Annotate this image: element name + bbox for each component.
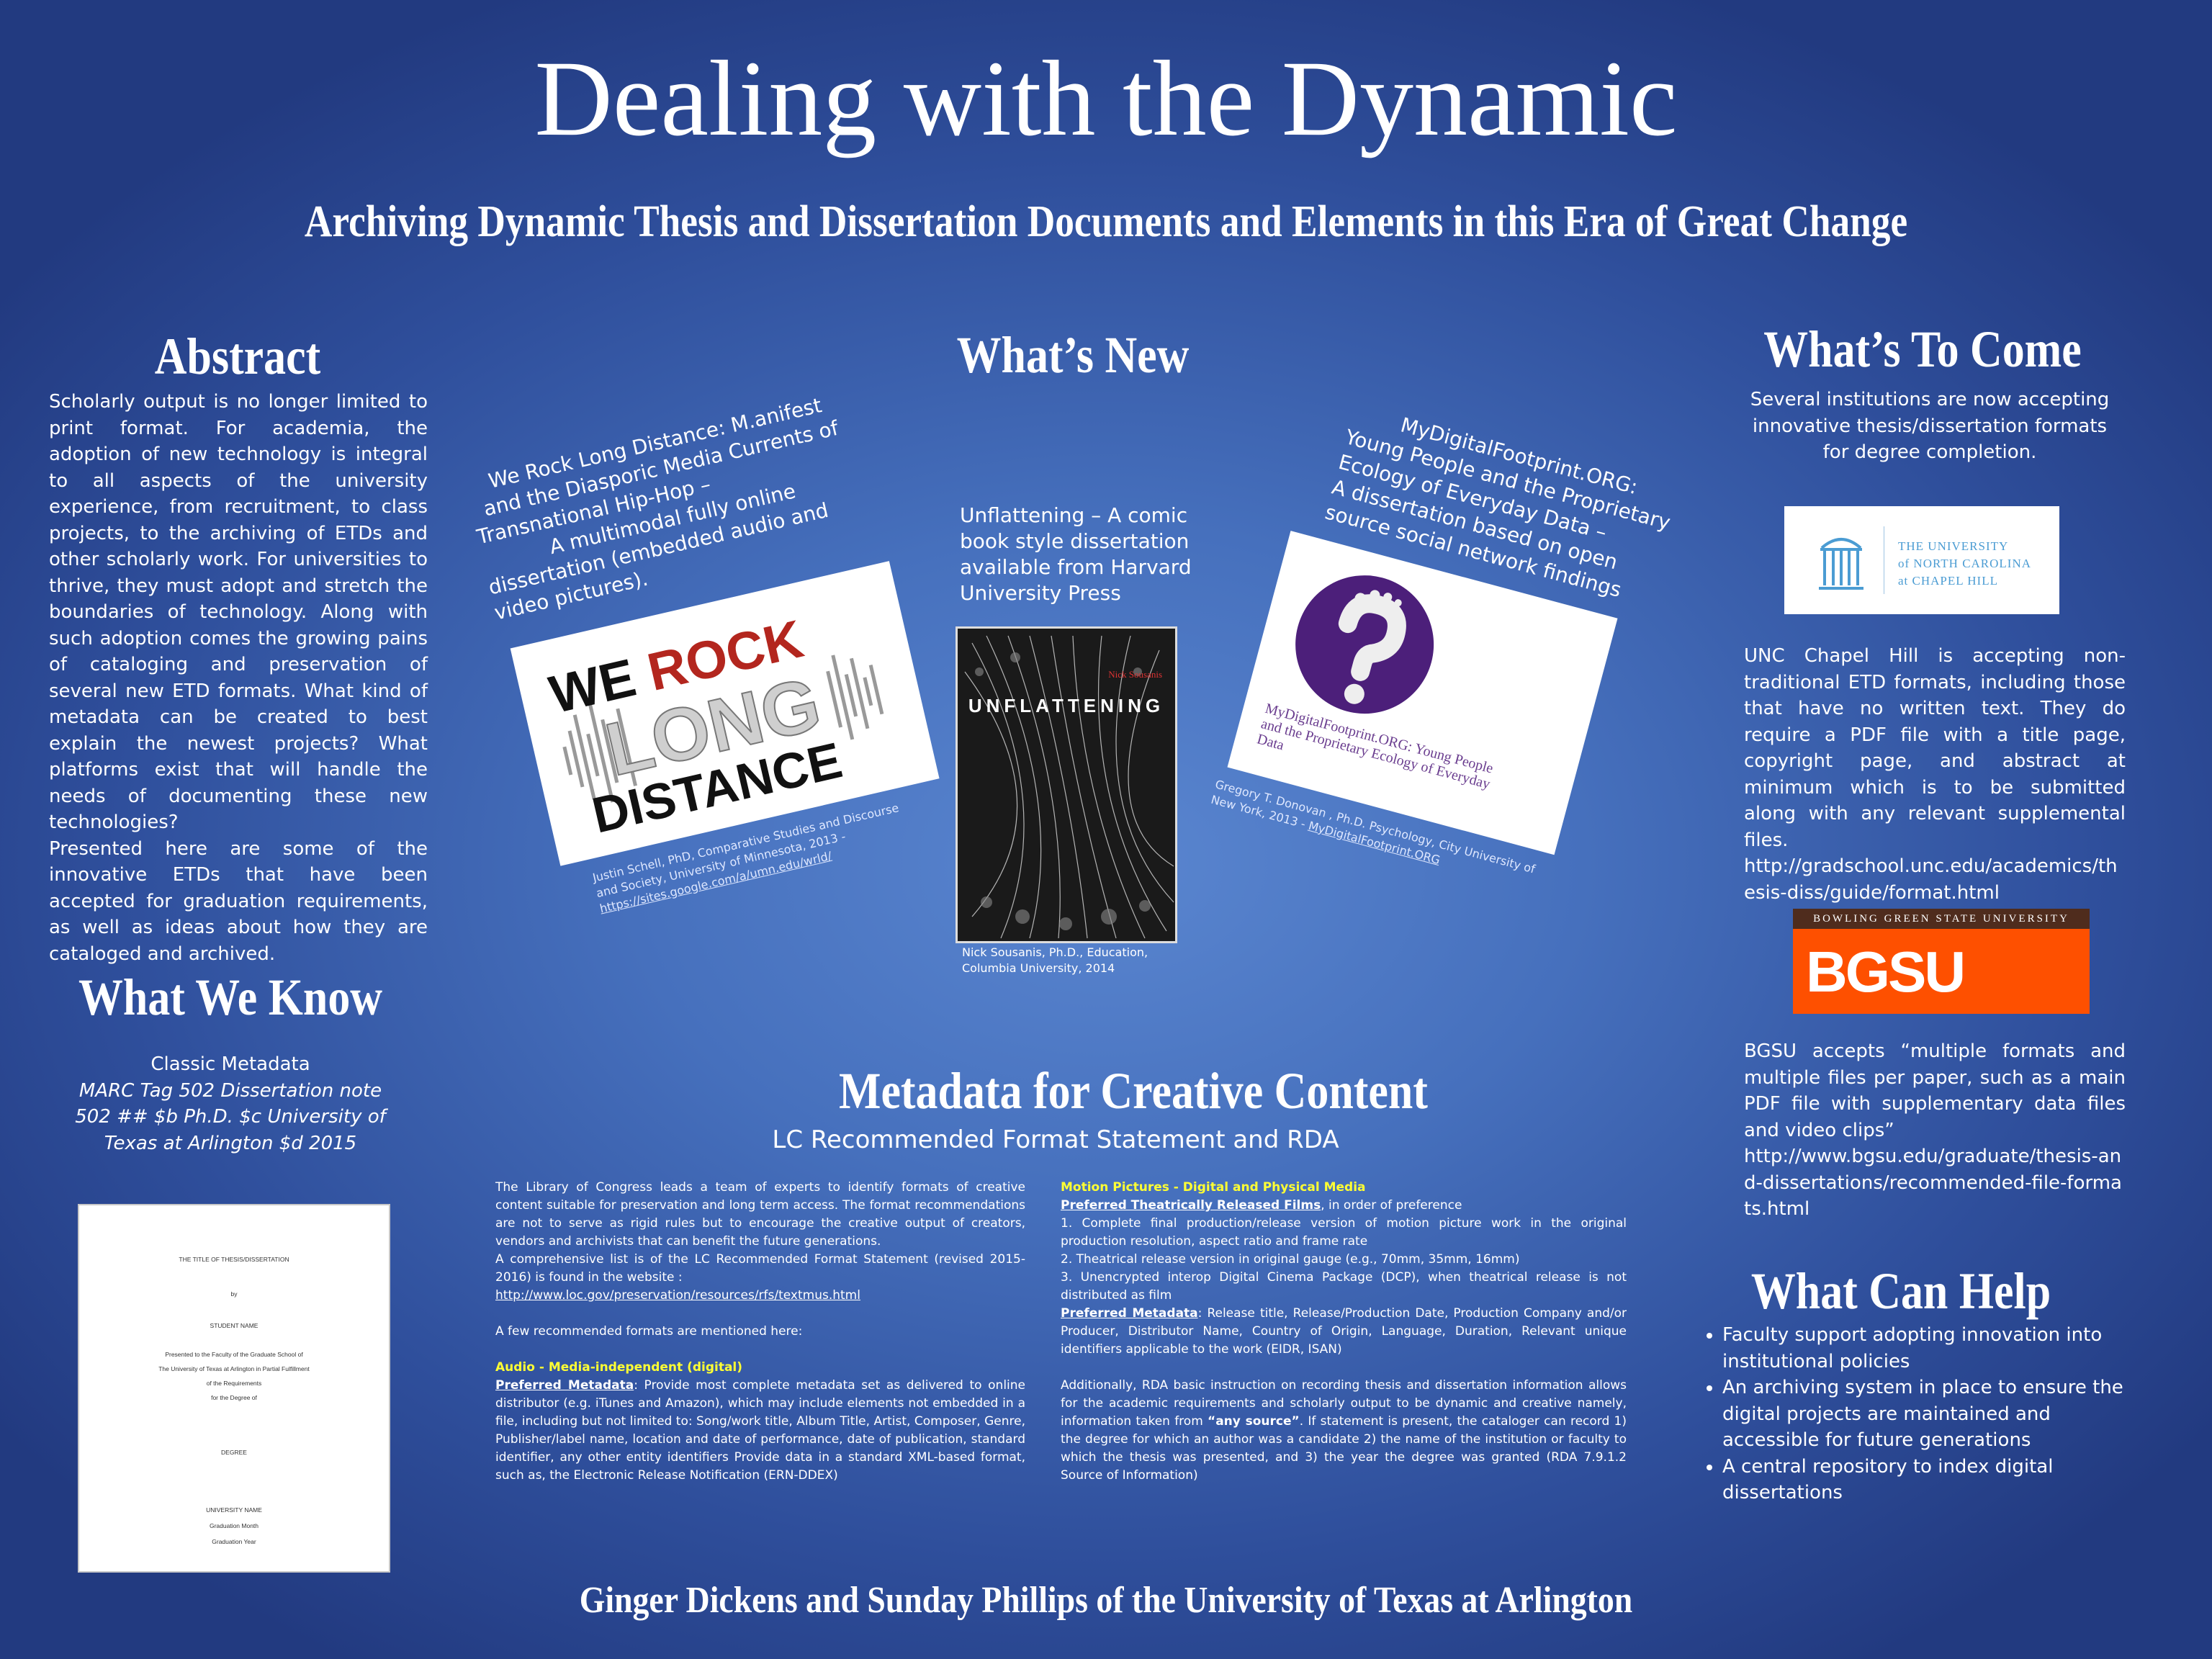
what-we-know-text: Classic Metadata MARC Tag 502 Dissertati… [43,1051,418,1156]
film-format-item: 1. Complete final production/release ver… [1061,1216,1627,1249]
unc-wordmark-line: at CHAPEL HILL [1898,574,1998,588]
unflattening-cover-image: Nick Sousanis UNFLATTENING [956,626,1177,943]
metadata-right-column: Motion Pictures - Digital and Physical M… [1061,1179,1627,1485]
unflattening-caption: Nick Sousanis, Ph.D., Education, Columbi… [962,945,1192,976]
unflattening-description: Unflattening – A comic book style disser… [960,503,1197,606]
help-item: Faculty support adopting innovation into… [1722,1322,2124,1375]
marc-line-3: Texas at Arlington $d 2015 [104,1132,357,1154]
bgsu-logo: BOWLING GREEN STATE UNIVERSITY BGSU [1793,909,2090,1014]
audio-metadata-text: : Provide most complete metadata set as … [495,1378,1026,1483]
unc-logo: THE UNIVERSITY of NORTH CAROLINA at CHAP… [1784,506,2059,614]
we-rock-group: We Rock Long Distance: M.anifest and the… [428,379,984,945]
bgsu-url[interactable]: http://www.bgsu.edu/graduate/thesis-and-… [1744,1146,2122,1220]
footprint-card-image: MyDigitalFootprint.ORG: Young People and… [1227,531,1618,855]
unc-wordmark-line: of NORTH CAROLINA [1898,557,2032,570]
unc-old-well-icon [1819,538,1863,590]
bgsu-description: BGSU accepts “multiple formats and multi… [1744,1038,2126,1223]
bgsu-wordmark: BGSU [1806,940,1966,1004]
abstract-paragraph-1: Scholarly output is no longer limited to… [49,391,428,833]
unflattening-line: available from Harvard [960,555,1192,579]
film-format-item: 2. Theatrical release version in origina… [1061,1252,1520,1267]
what-we-know-heading: What We Know [78,968,383,1026]
thesis-page-line: The University of Texas at Arlington in … [158,1365,310,1372]
metadata-heading: Metadata for Creative Content [839,1062,1428,1120]
what-can-help-list: Faculty support adopting innovation into… [1692,1322,2124,1506]
rda-any-source: “any source” [1208,1414,1300,1429]
cover-title: UNFLATTENING [968,695,1165,716]
audio-section-title: Audio - Media-independent (digital) [495,1360,743,1375]
rda-paragraph: Additionally, RDA basic instruction on r… [1061,1377,1627,1485]
unc-wordmark-line: THE UNIVERSITY [1898,539,2009,553]
poster-title: Dealing with the Dynamic [534,39,1678,158]
bgsu-banner: BOWLING GREEN STATE UNIVERSITY [1793,909,2090,929]
help-item: A central repository to index digital di… [1722,1454,2124,1506]
thesis-page-line: of the Requirements [206,1380,262,1387]
whats-to-come-intro: Several institutions are now accepting i… [1750,389,2110,463]
unc-description: UNC Chapel Hill is accepting non-traditi… [1744,643,2126,906]
unflattening-line: Unflattening – A comic [960,503,1188,527]
abstract-heading: Abstract [154,328,321,385]
help-item: An archiving system in place to ensure t… [1722,1375,2124,1454]
lc-url-link[interactable]: http://www.loc.gov/preservation/resource… [495,1288,860,1303]
abstract-text: Scholarly output is no longer limited to… [49,389,428,967]
we-rock-logo-image: WE ROCK LONG DISTANCE [510,561,940,866]
cover-author: Nick Sousanis [1108,669,1162,680]
poster-footer-authors: Ginger Dickens and Sunday Phillips of th… [579,1580,1633,1621]
thesis-page-line: Graduation Month [209,1522,259,1529]
unc-text: UNC Chapel Hill is accepting non-traditi… [1744,645,2126,851]
films-preference-line: Preferred Theatrically Released Films, i… [1061,1197,1627,1215]
classic-metadata-label: Classic Metadata [150,1053,310,1075]
film-format-item: 3. Unencrypted interop Digital Cinema Pa… [1061,1270,1627,1303]
abstract-paragraph-2: Presented here are some of the innovativ… [49,837,428,965]
unc-wordmark: THE UNIVERSITY of NORTH CAROLINA at CHAP… [1898,538,2031,590]
thesis-page-line: STUDENT NAME [210,1322,258,1329]
marc-line-1: MARC Tag 502 Dissertation note [78,1079,382,1102]
marc-line-2: 502 ## $b Ph.D. $c University of [75,1106,386,1128]
poster-subtitle: Archiving Dynamic Thesis and Dissertatio… [304,197,1908,246]
footprint-question-icon [1295,575,1434,714]
thesis-page-line: UNIVERSITY NAME [206,1506,262,1514]
thesis-page-line: for the Degree of [211,1394,257,1401]
films-label: Preferred Theatrically Released Films [1061,1198,1321,1213]
what-can-help-heading: What Can Help [1750,1262,2051,1320]
thesis-page-line: by [230,1290,238,1298]
bgsu-text: BGSU accepts “multiple formats and multi… [1744,1040,2126,1141]
audio-metadata-paragraph: Preferred Metadata: Provide most complet… [495,1377,1025,1485]
lc-list-note: A comprehensive list is of the LC Recomm… [495,1252,1025,1285]
rda-text-a: Additionally, RDA basic instruction on r… [1061,1378,1627,1429]
cover-illustration [964,635,1174,939]
films-rest: , in order of preference [1321,1198,1462,1213]
film-metadata-paragraph: Preferred Metadata: Release title, Relea… [1061,1305,1627,1359]
audio-preferred-label: Preferred Metadata [495,1378,634,1393]
metadata-left-column: The Library of Congress leads a team of … [495,1179,1025,1485]
metadata-subheading: LC Recommended Format Statement and RDA [772,1125,1339,1154]
lc-intro: The Library of Congress leads a team of … [495,1180,1025,1249]
thesis-page-line: THE TITLE OF THESIS/DISSERTATION [179,1256,289,1263]
thesis-title-page-image: THE TITLE OF THESIS/DISSERTATION by STUD… [78,1204,390,1573]
motion-pictures-title: Motion Pictures - Digital and Physical M… [1061,1180,1366,1195]
unflattening-caption-line: Columbia University, 2014 [962,961,1115,975]
thesis-page-line: DEGREE [221,1449,247,1456]
unflattening-line: University Press [960,581,1121,605]
rda-text-c: . If statement is present, the cataloger… [1061,1414,1627,1483]
thesis-page-line: Graduation Year [212,1538,256,1545]
unc-url[interactable]: http://gradschool.unc.edu/academics/thes… [1744,855,2118,904]
footprint-group: MyDigitalFootprint.ORG: Young People and… [1163,380,1731,958]
sound-wave-graphic [562,655,884,803]
unflattening-line: book style dissertation [960,529,1190,553]
thesis-page-line: Presented to the Faculty of the Graduate… [165,1351,303,1358]
whats-to-come-heading: What’s To Come [1763,320,2082,378]
film-preferred-label: Preferred Metadata [1061,1306,1198,1321]
unflattening-caption-line: Nick Sousanis, Ph.D., Education, [962,945,1148,959]
film-metadata-text: : Release title, Release/Production Date… [1061,1306,1627,1357]
lc-formats-note: A few recommended formats are mentioned … [495,1324,803,1339]
whats-new-heading: What’s New [956,326,1190,384]
